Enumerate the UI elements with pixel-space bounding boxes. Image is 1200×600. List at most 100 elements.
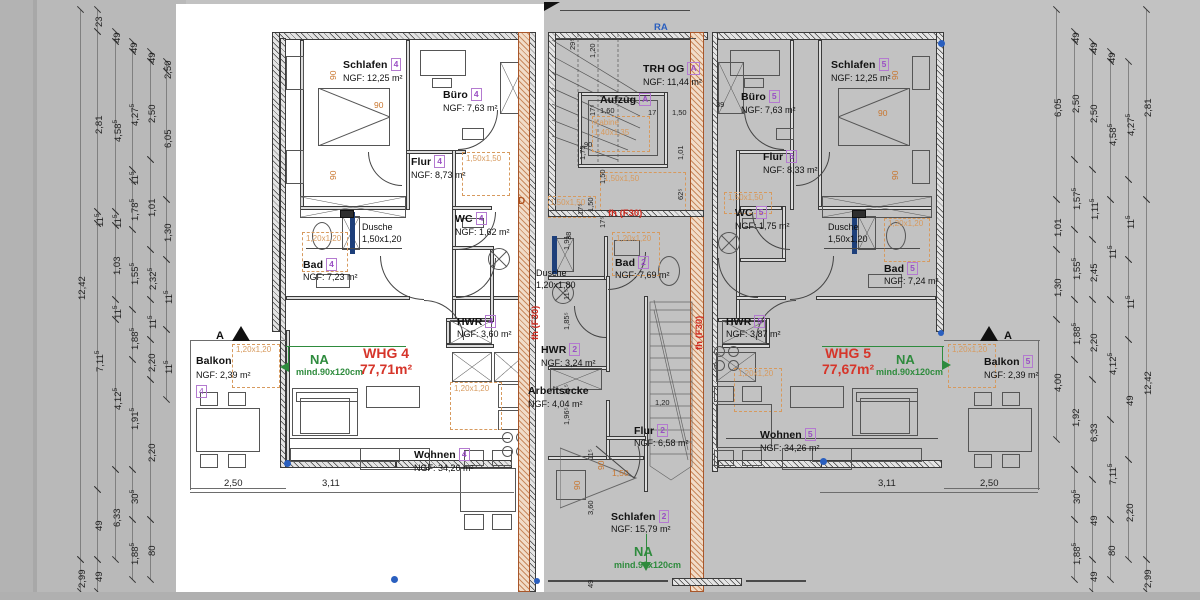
room-label-balkon-left: Balkon — [196, 355, 232, 367]
furniture-sofa-back-left — [296, 392, 358, 402]
clearance-bad-left — [302, 232, 348, 272]
door-hall-right — [718, 258, 758, 298]
room-name-text: Wohnen — [414, 449, 456, 461]
dim-value: 1,885 — [129, 327, 142, 350]
room-tag: 5 — [754, 315, 766, 328]
section-flag-top — [544, 2, 560, 20]
balcony-chair-l1 — [200, 392, 218, 406]
dim-value: 49 — [129, 42, 140, 53]
firewall-label-center: fh (F30) — [694, 315, 705, 350]
dim-elev-17a: 17⁵ — [588, 104, 597, 116]
dim-leader — [132, 230, 133, 310]
kitchen-burner-l3 — [502, 446, 513, 457]
furniture-chair-right — [744, 78, 764, 88]
apartment-area-left: 77,71m² — [360, 361, 413, 377]
fixture-round-center — [552, 282, 574, 304]
dim-orange-l3: 90 — [328, 170, 338, 180]
left-margin-rule — [33, 0, 37, 600]
dim-value: 1,885 — [1071, 322, 1084, 345]
chair-r2 — [742, 386, 762, 402]
dim-orange-c3: 90 — [572, 480, 582, 490]
dim-leader — [115, 42, 116, 212]
dim-leader — [1092, 170, 1093, 240]
dim-value: 1,115 — [1089, 198, 1102, 220]
dim-leader — [97, 560, 98, 592]
furniture-sofa-inner-left — [300, 398, 350, 434]
door-bad-right — [790, 256, 834, 300]
clearance-kitchen-left — [450, 382, 502, 430]
room-tag: 4 — [196, 385, 207, 398]
na-arrow-right — [942, 360, 951, 370]
apartment-label-right: WHG 5 77,67m² — [822, 345, 874, 377]
na-arrow-bottom — [641, 562, 651, 571]
room-label-dusche-center: Dusche — [536, 268, 567, 278]
room-tag: 5 — [786, 150, 798, 163]
clearance-core-2 — [548, 196, 596, 218]
dim-orange-l2: 90 — [328, 70, 338, 80]
room-area-wc-left: NGF: 1,62 m² — [455, 227, 510, 237]
room-name-text: Bad — [884, 263, 905, 275]
clearance-label-balcony-right: 1,20x1,20 — [952, 345, 988, 354]
partition-l3 — [406, 40, 410, 210]
dim-bottom-left-2: 3,11 — [322, 478, 340, 489]
dim-leader — [115, 32, 116, 42]
partition-c5 — [548, 456, 644, 460]
door-swing-center — [595, 445, 641, 479]
room-tag: 2 — [569, 343, 581, 356]
room-name-text: HWR — [541, 344, 567, 356]
dim-leader — [1110, 520, 1111, 580]
furniture-counter-left — [290, 448, 400, 462]
room-name-text: Schlafen — [831, 59, 876, 71]
room-tag: 5 — [1022, 355, 1034, 368]
clearance-label-kabine-dim: 1,40x1,35 — [594, 128, 630, 137]
dim-orange-r1: 90 — [878, 108, 888, 118]
clearance-bad-center — [612, 232, 660, 276]
dim-leader — [1074, 520, 1075, 580]
dim-value: 2,45 — [1089, 263, 1100, 283]
furniture-sofa-right — [852, 388, 918, 436]
dim-c-115c: 11⁵ — [586, 449, 595, 460]
na-leader-right-v — [942, 346, 943, 366]
furniture-table-left — [366, 386, 420, 408]
wall-bottom-center — [672, 578, 742, 586]
room-area-bad-left: NGF: 7,23 m² — [303, 272, 358, 282]
shower-glass-right — [852, 212, 857, 254]
room-name-text: Balkon — [196, 355, 232, 367]
firewall-left-strip — [518, 32, 530, 592]
fixture-toilet-left — [312, 222, 332, 250]
dim-leader — [150, 160, 151, 250]
room-name-text: Arbeitsecke — [528, 385, 589, 397]
dim-leader — [166, 200, 167, 260]
apartment-code-left: WHG 4 — [363, 345, 410, 361]
room-tag: 2 — [638, 256, 649, 269]
dim-orange-c1: 1,50 — [612, 468, 629, 478]
dim-value: 1,785 — [129, 198, 142, 221]
apartment-code-right: WHG 5 — [825, 345, 872, 361]
room-dim-dusche-center: 1,20x1,80 — [536, 280, 576, 290]
door-buero-left — [458, 110, 498, 150]
dim-leader — [97, 490, 98, 560]
room-area-trh-og: NGF: 11,44 m² — [643, 77, 702, 87]
dim-value: 1,30 — [163, 223, 174, 243]
room-tag: 5 — [768, 90, 780, 103]
dim-c-185: 1,85⁵ — [562, 312, 571, 330]
dim-value: 1,03 — [112, 256, 123, 276]
na-leader-left-v — [288, 346, 289, 368]
dim-leader — [132, 182, 133, 230]
fixture-round-left — [488, 248, 510, 270]
dim-value: 49 — [1089, 571, 1100, 582]
dim-core-150b: 1,50 — [586, 197, 595, 212]
dim-orange-c2: 90 — [596, 460, 606, 470]
detail-line-l1 — [306, 248, 402, 249]
dim-value: 1,555 — [129, 262, 142, 285]
fixture-cross-icon-left — [490, 250, 508, 268]
room-area-flur-right: NGF: 8,33 m² — [763, 165, 818, 175]
dim-core-62: 62⁵ — [676, 188, 685, 200]
dim-leader — [115, 212, 116, 226]
dim-leader — [1056, 250, 1057, 320]
